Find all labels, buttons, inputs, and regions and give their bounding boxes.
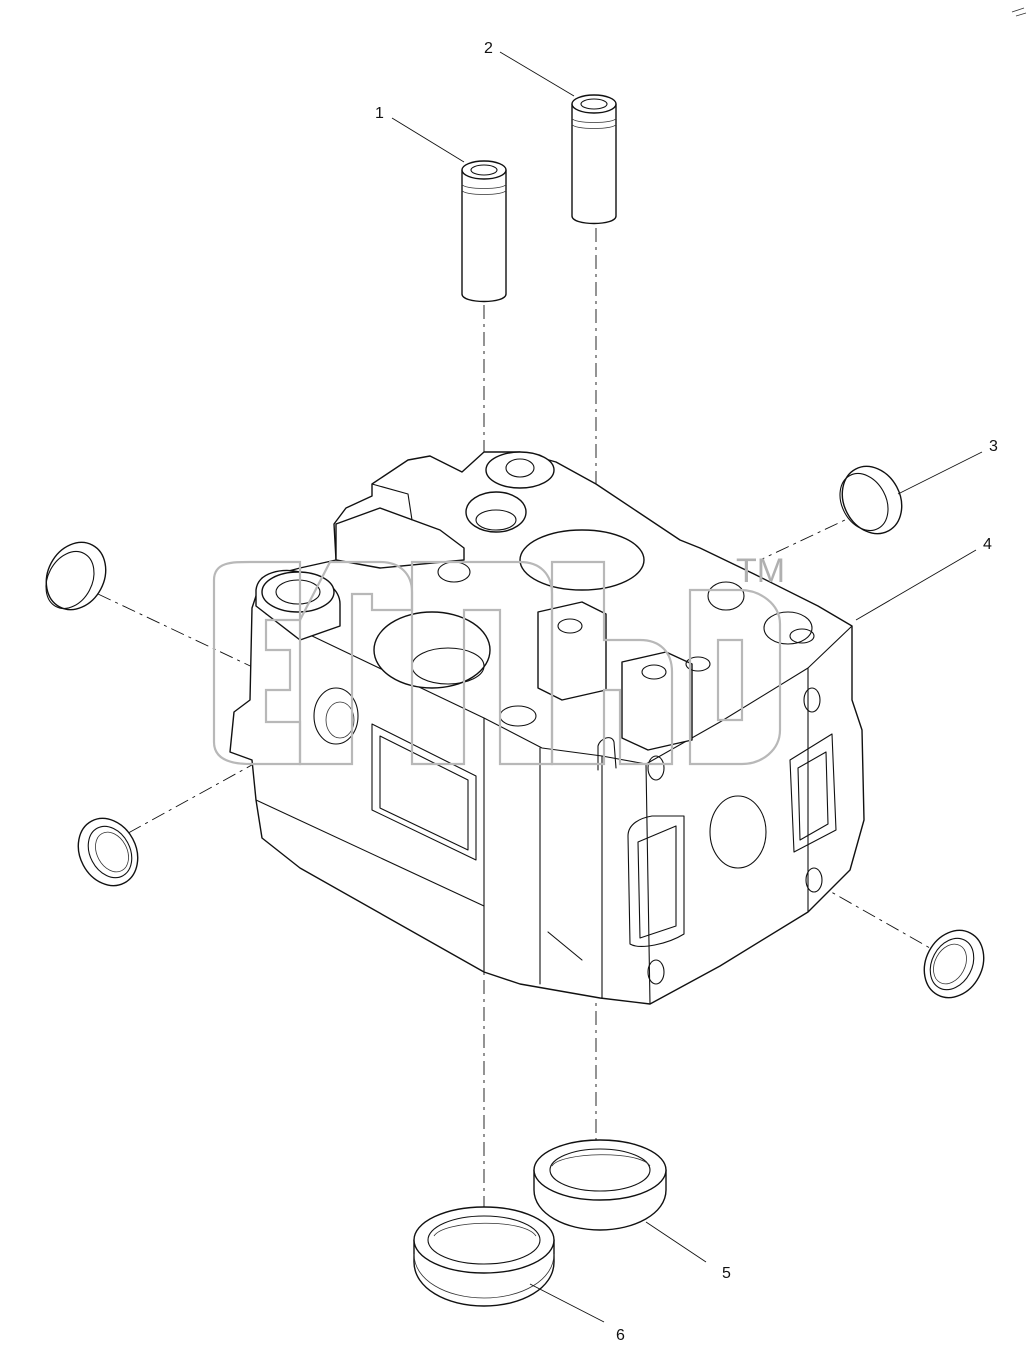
- expansion-plug-top-right: [839, 465, 903, 535]
- callout-5: 5: [722, 1265, 731, 1282]
- watermark-trademark: TM: [736, 552, 785, 590]
- expansion-plug-left-upper: [45, 541, 107, 611]
- callout-6: 6: [616, 1327, 625, 1344]
- watermark-logo: TM: [212, 552, 785, 766]
- callout-1: 1: [375, 105, 384, 122]
- valve-seat-insert-5: [533, 1139, 667, 1231]
- corner-mark: [1011, 7, 1027, 17]
- valve-guide-2: [571, 94, 617, 225]
- callout-4: 4: [983, 536, 992, 553]
- cylinder-head: [229, 451, 865, 1005]
- callouts: 1 2 3 4 5 6: [375, 40, 998, 1344]
- expansion-plug-right-lower: [923, 929, 985, 999]
- valve-seat-insert-6: [413, 1206, 555, 1307]
- callout-3: 3: [989, 438, 998, 455]
- expansion-plug-left-lower: [77, 817, 139, 887]
- callout-2: 2: [484, 40, 493, 57]
- valve-guide-1: [461, 160, 507, 303]
